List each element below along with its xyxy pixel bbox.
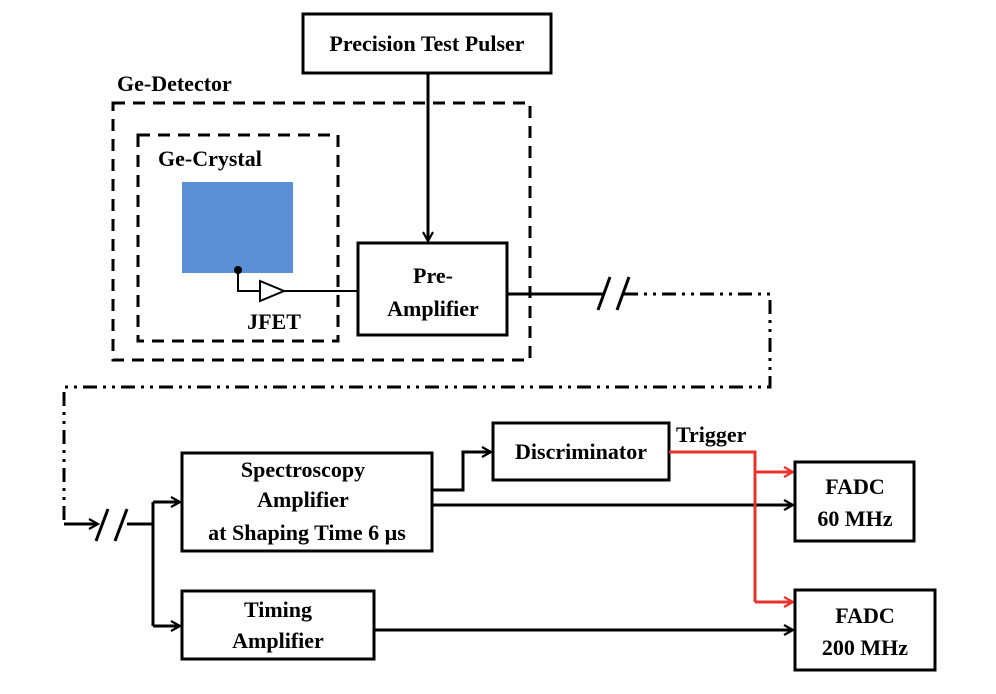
jfet-symbol: JFET [234, 266, 358, 334]
spectroscopy-label-line2: Amplifier [257, 487, 349, 512]
precision-test-pulser-block: Precision Test Pulser [301, 12, 553, 75]
fadc60-label-line2: 60 MHz [817, 506, 892, 531]
long-cable-line [62, 292, 772, 524]
discriminator-block: Discriminator [491, 421, 671, 482]
ge-crystal-block [182, 182, 293, 273]
cable-break-mark-top [596, 276, 631, 311]
fadc60-label-line1: FADC [825, 474, 884, 499]
spectroscopy-amplifier-block: Spectroscopy Amplifier at Shaping Time 6… [180, 451, 434, 553]
cable-break-mark-bottom [94, 508, 129, 542]
fadc200-label-line1: FADC [835, 603, 894, 628]
preamp-label-line2: Amplifier [387, 296, 479, 321]
preamplifier-block: Pre- Amplifier [356, 241, 509, 337]
fadc200-label-line2: 200 MHz [822, 635, 908, 660]
trigger-label: Trigger [676, 422, 747, 447]
fadc-60mhz-block: FADC 60 MHz [793, 460, 916, 543]
jfet-label: JFET [247, 309, 301, 334]
ge-crystal-label: Ge-Crystal [158, 146, 262, 171]
ge-crystal-enclosure: Ge-Crystal [136, 133, 340, 343]
pulser-label: Precision Test Pulser [329, 31, 524, 56]
preamp-label-line1: Pre- [413, 263, 453, 288]
discriminator-label: Discriminator [515, 439, 647, 464]
ge-detector-enclosure: Ge-Detector [111, 71, 532, 362]
spectroscopy-to-discriminator-arrow [432, 452, 491, 492]
ge-detector-label: Ge-Detector [117, 71, 232, 96]
trigger-line [669, 450, 757, 602]
timing-label-line2: Amplifier [232, 628, 324, 653]
timing-amplifier-block: Timing Amplifier [180, 589, 376, 661]
jfet-triangle-icon [259, 279, 287, 303]
spectroscopy-label-line1: Spectroscopy [241, 457, 365, 482]
timing-label-line1: Timing [244, 597, 312, 622]
fadc-200mhz-block: FADC 200 MHz [793, 588, 937, 672]
spectroscopy-label-line3: at Shaping Time 6 µs [208, 520, 406, 545]
